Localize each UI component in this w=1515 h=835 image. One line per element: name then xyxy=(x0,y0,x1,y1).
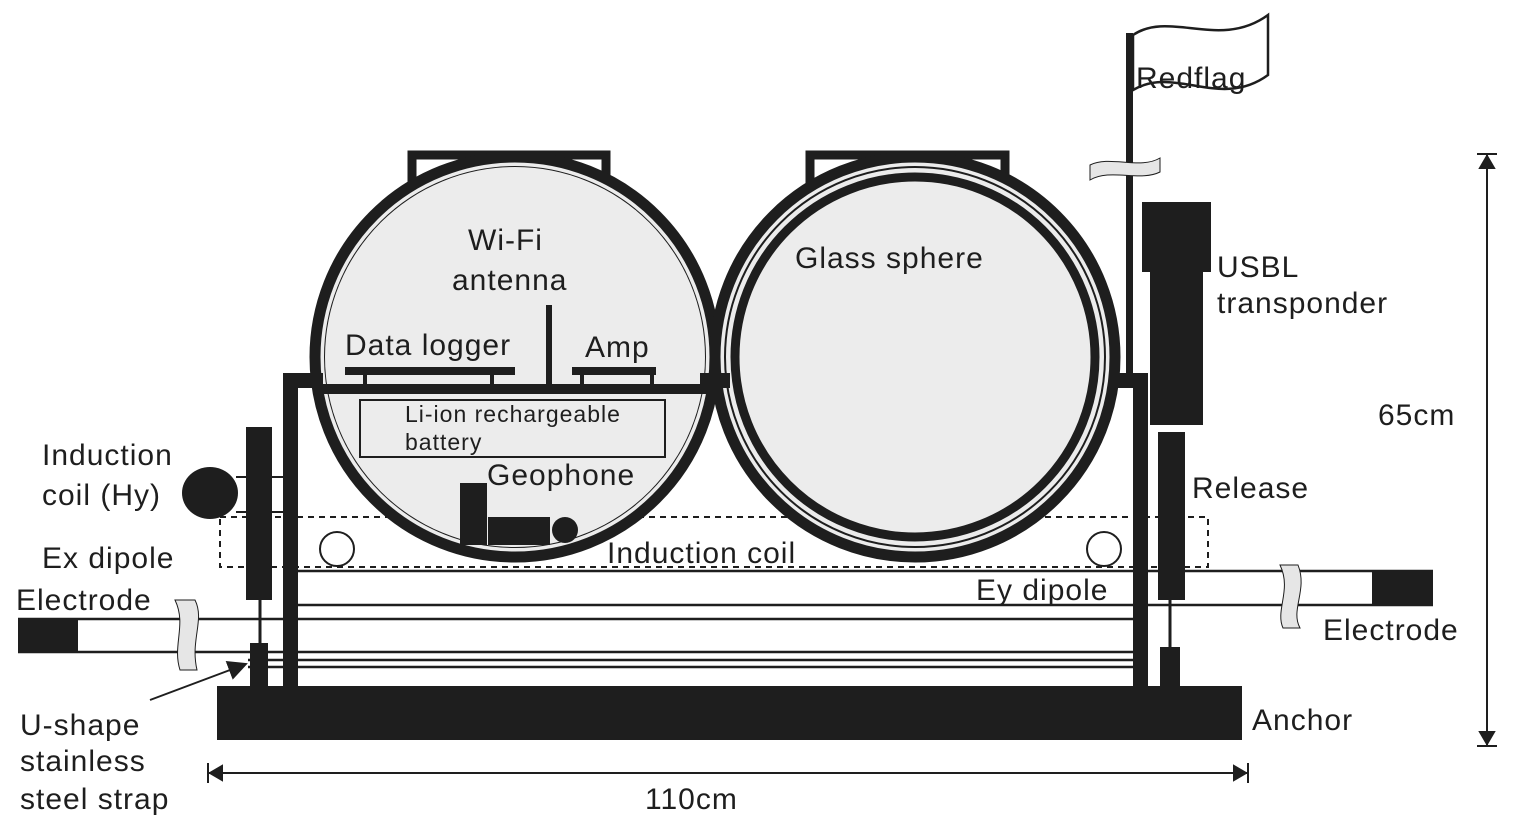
left-pole xyxy=(246,427,272,600)
dipole-lines xyxy=(18,569,1433,669)
release xyxy=(1158,432,1185,600)
induction-coil-left xyxy=(319,531,355,567)
label-width: 110cm xyxy=(645,783,738,816)
label-anchor: Anchor xyxy=(1252,704,1353,737)
label-wifi-2: antenna xyxy=(452,264,567,297)
battery xyxy=(359,399,666,458)
label-induction-coil: Induction coil xyxy=(607,537,796,570)
induction-coil-box xyxy=(219,516,1209,568)
break-mark-right xyxy=(1279,564,1302,629)
label-glass-sphere: Glass sphere xyxy=(795,242,984,275)
width-dimension xyxy=(207,763,1249,783)
label-strap-1: U-shape xyxy=(20,709,140,742)
u-shape-strap xyxy=(250,643,268,686)
electrode-right xyxy=(1372,572,1433,605)
induction-coil-hy xyxy=(182,467,238,519)
amp xyxy=(572,367,656,375)
label-battery-2: battery xyxy=(405,429,482,455)
wifi-antenna xyxy=(546,305,552,387)
right-glass-sphere xyxy=(709,150,1121,563)
label-electrode-right: Electrode xyxy=(1323,614,1459,647)
label-geophone: Geophone xyxy=(487,459,635,492)
label-height: 65cm xyxy=(1378,399,1455,432)
label-amp: Amp xyxy=(585,331,650,364)
label-wifi-1: Wi-Fi xyxy=(468,224,543,257)
height-dimension xyxy=(1477,153,1497,747)
break-mark-top xyxy=(1089,157,1161,181)
label-ex-dipole: Ex dipole xyxy=(42,542,174,575)
label-strap-3: steel strap xyxy=(20,783,169,816)
usbl-transponder xyxy=(1142,202,1211,272)
anchor xyxy=(217,686,1242,740)
red-flag xyxy=(1131,12,1270,93)
label-electrode-left: Electrode xyxy=(16,584,152,617)
break-mark-left xyxy=(174,599,199,671)
label-induction-hy-1: Induction xyxy=(42,439,173,472)
label-usbl-2: transponder xyxy=(1217,287,1388,320)
label-release: Release xyxy=(1192,472,1309,505)
strap-pointer xyxy=(149,660,248,701)
label-battery-1: Li-ion rechargeable xyxy=(405,401,621,427)
label-usbl-1: USBL xyxy=(1217,251,1299,284)
label-data-logger: Data logger xyxy=(345,329,511,362)
label-strap-2: stainless xyxy=(20,745,146,778)
label-induction-hy-2: coil (Hy) xyxy=(42,479,161,512)
label-ey-dipole: Ey dipole xyxy=(976,574,1108,607)
frame xyxy=(283,373,1148,686)
flag-pole xyxy=(1126,33,1133,378)
induction-coil-right xyxy=(1086,531,1122,567)
electrode-left xyxy=(18,619,78,652)
geophone xyxy=(460,483,578,545)
label-redflag: Redflag xyxy=(1136,62,1246,95)
data-logger xyxy=(345,367,515,375)
